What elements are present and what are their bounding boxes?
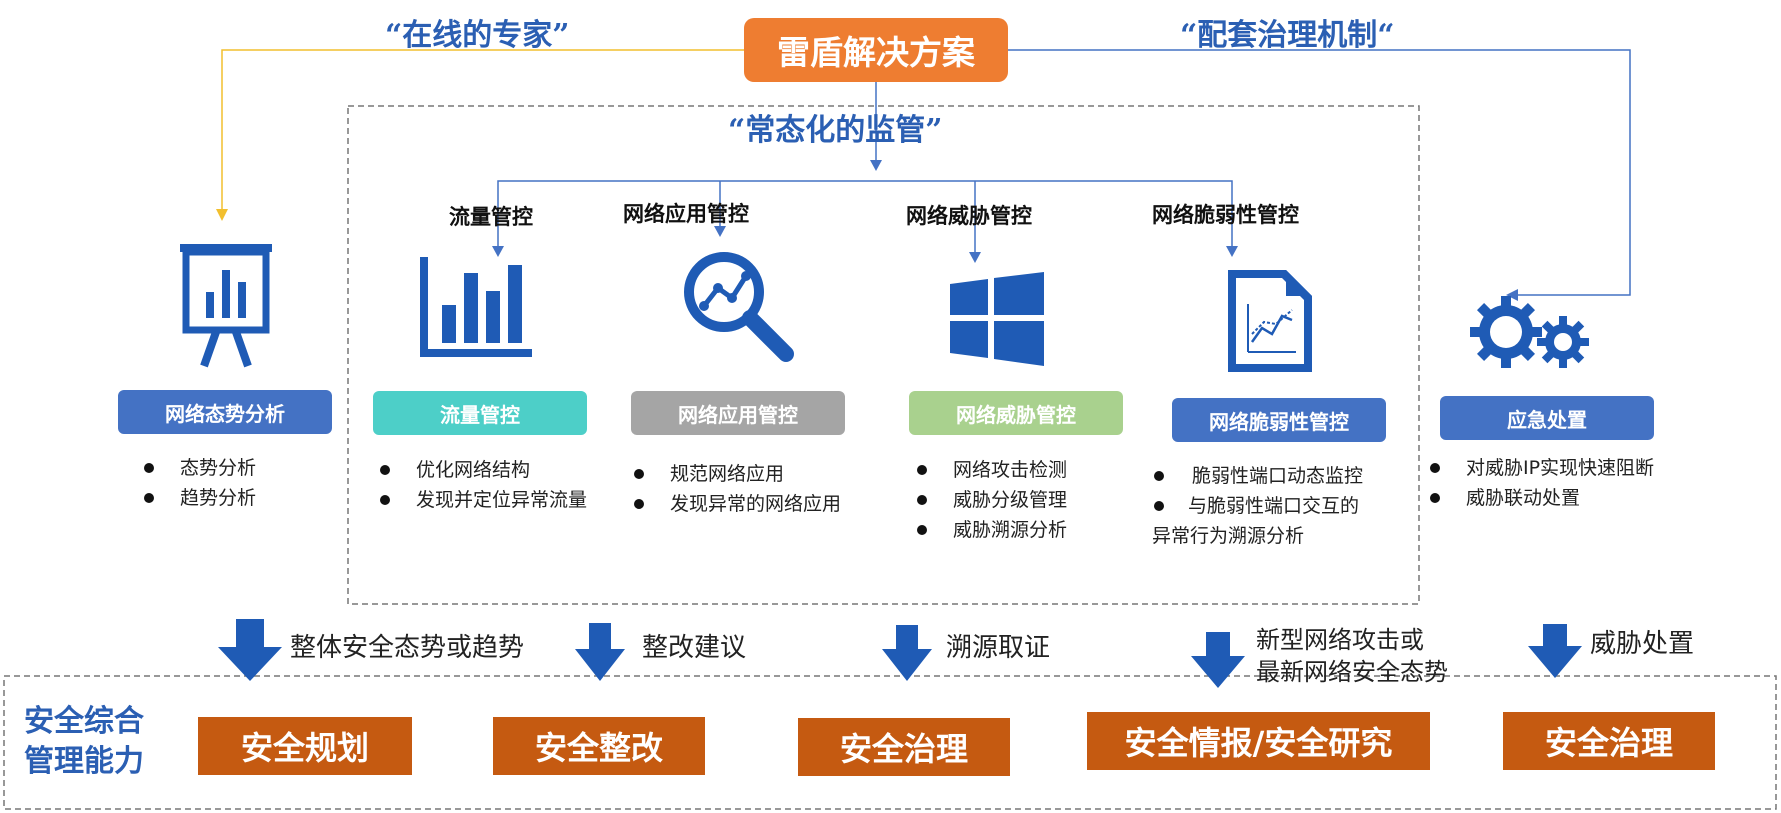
bottom-dashed-frame <box>3 675 1777 810</box>
gears-icon <box>1470 296 1589 368</box>
bar-chart-icon <box>420 257 532 357</box>
vuln-list-continuation: 异常行为溯源分析 <box>1152 525 1305 547</box>
traffic-control-title: 流量管控 <box>449 204 533 229</box>
list-item: 脆弱性端口动态监控 <box>1152 461 1363 491</box>
vuln-control-title: 网络脆弱性管控 <box>1152 202 1299 227</box>
app-control-title: 网络应用管控 <box>623 201 749 226</box>
module-pill-situation: 网络态势分析 <box>118 390 332 434</box>
down-arrow-icon <box>575 623 625 681</box>
magnifier-trend-icon <box>684 252 794 362</box>
connector-right <box>1008 49 1631 296</box>
connector-branch <box>497 180 1233 252</box>
capability-box-planning: 安全规划 <box>198 717 412 775</box>
emergency-list: 对威胁IP实现快速阻断 威胁联动处置 <box>1428 453 1654 513</box>
threat-list: 网络攻击检测 威胁分级管理 威胁溯源分析 <box>915 455 1067 545</box>
capability-label: 安全综合 管理能力 <box>24 702 144 782</box>
center-quote: “常态化的监管” <box>728 113 943 148</box>
capability-box-intelligence: 安全情报/安全研究 <box>1087 712 1430 770</box>
list-item: 威胁分级管理 <box>915 485 1067 515</box>
list-item: 网络攻击检测 <box>915 455 1067 485</box>
list-item: 与脆弱性端口交互的 <box>1152 491 1363 521</box>
module-pill-vuln: 网络脆弱性管控 <box>1172 398 1386 442</box>
module-pill-emergency: 应急处置 <box>1440 396 1654 440</box>
situation-list: 态势分析 趋势分析 <box>142 453 256 513</box>
report-document-icon <box>1228 270 1312 372</box>
connector-right-arrowhead <box>1506 289 1518 301</box>
windows-grid-icon <box>950 272 1044 366</box>
list-item: 规范网络应用 <box>632 459 841 489</box>
module-pill-app: 网络应用管控 <box>631 391 845 435</box>
list-item: 优化网络结构 <box>378 455 587 485</box>
right-quote: “配套治理机制“ <box>1180 18 1395 53</box>
module-pill-threat: 网络威胁管控 <box>909 391 1123 435</box>
list-item: 威胁联动处置 <box>1428 483 1654 513</box>
app-list: 规范网络应用 发现异常的网络应用 <box>632 459 841 519</box>
solution-box: 雷盾解决方案 <box>744 18 1008 82</box>
left-quote: “在线的专家” <box>385 18 570 53</box>
connector-left <box>221 49 744 215</box>
capability-box-governance-2: 安全治理 <box>1503 712 1715 770</box>
list-item: 威胁溯源分析 <box>915 515 1067 545</box>
output-label-latest-situation: 最新网络安全态势 <box>1256 658 1448 686</box>
list-item: 趋势分析 <box>142 483 256 513</box>
connector-left-arrowhead <box>216 209 228 221</box>
capability-box-governance: 安全治理 <box>798 718 1010 776</box>
connector-center-arrowhead <box>870 160 882 171</box>
capability-box-rectify: 安全整改 <box>493 717 705 775</box>
list-item: 态势分析 <box>142 453 256 483</box>
traffic-list: 优化网络结构 发现并定位异常流量 <box>378 455 587 515</box>
branch-arrowhead-traffic <box>492 246 504 257</box>
list-item: 发现并定位异常流量 <box>378 485 587 515</box>
output-label-threat-response: 威胁处置 <box>1590 629 1695 659</box>
module-pill-traffic: 流量管控 <box>373 391 587 435</box>
output-label-trend: 整体安全态势或趋势 <box>290 633 525 663</box>
branch-arrowhead-app <box>714 226 726 237</box>
list-item: 对威胁IP实现快速阻断 <box>1428 453 1654 483</box>
capability-label-line2: 管理能力 <box>24 744 144 779</box>
down-arrow-icon <box>882 625 932 681</box>
down-arrow-icon <box>1191 632 1245 688</box>
center-dashed-frame <box>347 105 1420 605</box>
branch-arrowhead-threat <box>969 252 981 263</box>
output-label-forensics: 溯源取证 <box>946 633 1051 663</box>
threat-control-title: 网络威胁管控 <box>906 203 1032 228</box>
output-label-new-attack: 新型网络攻击或 <box>1256 626 1424 654</box>
down-arrow-icon <box>218 619 282 681</box>
down-arrow-icon <box>1528 624 1582 678</box>
output-label-rectify: 整改建议 <box>642 633 747 663</box>
branch-arrowhead-vuln <box>1226 246 1238 257</box>
list-item: 发现异常的网络应用 <box>632 489 841 519</box>
capability-label-line1: 安全综合 <box>24 704 144 739</box>
presentation-chart-icon <box>180 244 272 368</box>
vuln-list: 脆弱性端口动态监控 与脆弱性端口交互的 <box>1152 461 1363 521</box>
